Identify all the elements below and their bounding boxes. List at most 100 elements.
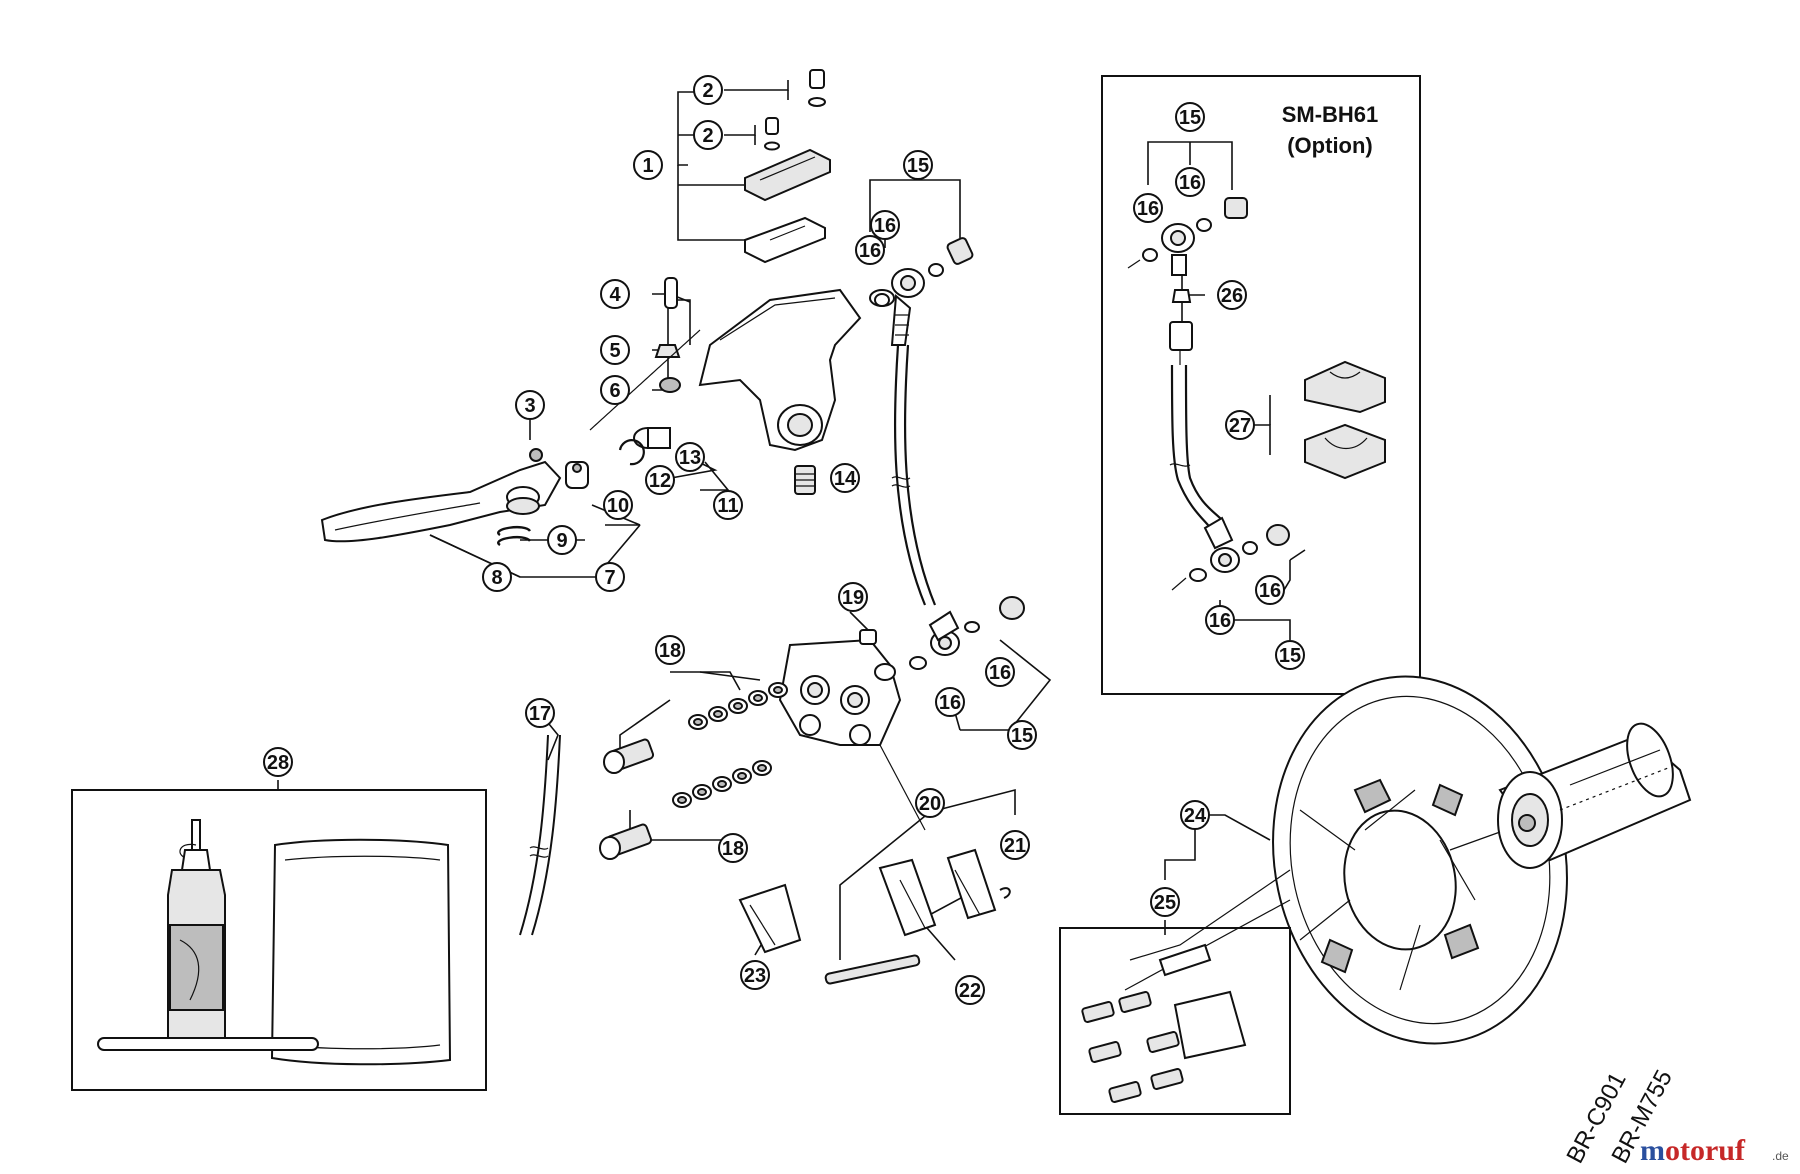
o-ring [874,293,890,307]
hose-upper [869,237,974,606]
callout: 18 [718,833,748,863]
callout: 27 [1225,410,1255,440]
reservoir-diaphragm [744,216,826,264]
option-box: SM-BH61 (Option) [1101,75,1421,695]
svg-text:23: 23 [744,965,766,987]
svg-text:16: 16 [989,662,1011,684]
callout: 17 [525,698,555,728]
banjo-bolt [946,237,974,265]
bleeding-bag [270,838,452,1066]
brake-pad [878,858,937,937]
rotor-bolt [1088,1041,1122,1063]
svg-text:16: 16 [1259,580,1281,602]
rotor-hub [1272,675,1692,1045]
svg-text:motoruf: motoruf [1640,1134,1746,1167]
callout: 26 [1217,280,1247,310]
cap-screw [808,69,826,107]
callout: 13 [675,442,705,472]
callout: 25 [1150,887,1180,917]
rotor-bolt [1146,1031,1180,1053]
callout: 28 [263,747,293,777]
rotor-bolt-box [1059,869,1291,1115]
brake-lever-assembly [320,69,862,547]
callout: 16 [1205,605,1235,635]
mount-bolt [599,823,653,860]
adjust-screw [794,465,816,495]
clamp-block [1304,360,1386,414]
callout: 5 [600,335,630,365]
callout: 8 [482,562,512,592]
svg-text:4: 4 [609,284,621,306]
callout: 9 [547,525,577,555]
callout: 20 [915,788,945,818]
callout: 14 [830,463,860,493]
watermark-mid: otoruf [1665,1134,1746,1167]
svg-text:13: 13 [679,447,701,469]
svg-text:20: 20 [919,793,941,815]
callout: 15 [903,150,933,180]
pad-pin [824,954,921,985]
o-ring [909,656,927,670]
svg-text:9: 9 [556,530,567,552]
callout: 3 [515,390,545,420]
banjo-bolt [999,596,1025,620]
hub [1497,722,1692,869]
o-ring [928,263,944,277]
caliper-assembly [599,596,1025,985]
callout: 18 [655,635,685,665]
svg-text:15: 15 [1179,107,1201,129]
brake-pad [946,848,997,920]
clamp-block [1304,423,1386,480]
rotor-bolt [1118,991,1152,1013]
svg-text:1: 1 [642,155,653,177]
svg-text:6: 6 [609,380,620,402]
svg-text:7: 7 [604,567,615,589]
lock-plate [1158,943,1212,977]
callout: 21 [1000,830,1030,860]
lock-plate [1173,990,1247,1060]
caliper-body [778,638,902,746]
watermark-logo: motoruf .de [1640,1134,1789,1167]
callout: 7 [595,562,625,592]
svg-text:22: 22 [959,980,981,1002]
option-title: SM-BH61 [1282,102,1379,127]
shim-stack [672,760,772,808]
set-screw [529,448,543,462]
callout: 19 [838,582,868,612]
callout: 16 [855,235,885,265]
callout: 22 [955,975,985,1005]
callout: 11 [713,490,743,520]
svg-text:19: 19 [842,587,864,609]
piston-cup [654,344,681,358]
callout: 12 [645,465,675,495]
svg-text:2: 2 [702,80,713,102]
callout: 1 [633,150,663,180]
pad-spring [738,883,802,954]
svg-text:8: 8 [491,567,502,589]
svg-text:28: 28 [267,752,289,774]
o-ring [964,621,980,633]
svg-text:18: 18 [722,838,744,860]
pin [664,277,678,309]
oil-bottle [167,819,226,1041]
callout: 16 [985,657,1015,687]
svg-text:24: 24 [1184,805,1207,827]
rotor-bolt [1108,1081,1142,1103]
callout: 4 [600,279,630,309]
cap-screw [764,117,780,151]
rotor-bolt [1081,1001,1115,1023]
svg-text:14: 14 [834,468,857,490]
callout: 10 [603,490,633,520]
svg-text:3: 3 [524,395,535,417]
watermark-suffix: .de [1772,1149,1789,1163]
svg-text:15: 15 [1011,725,1033,747]
callout: 6 [600,375,630,405]
svg-text:2: 2 [702,125,713,147]
callout: 24 [1180,800,1210,830]
svg-text:15: 15 [1279,645,1301,667]
callout: 15 [1275,640,1305,670]
svg-text:27: 27 [1229,415,1251,437]
callout: 23 [740,960,770,990]
svg-text:26: 26 [1221,285,1243,307]
